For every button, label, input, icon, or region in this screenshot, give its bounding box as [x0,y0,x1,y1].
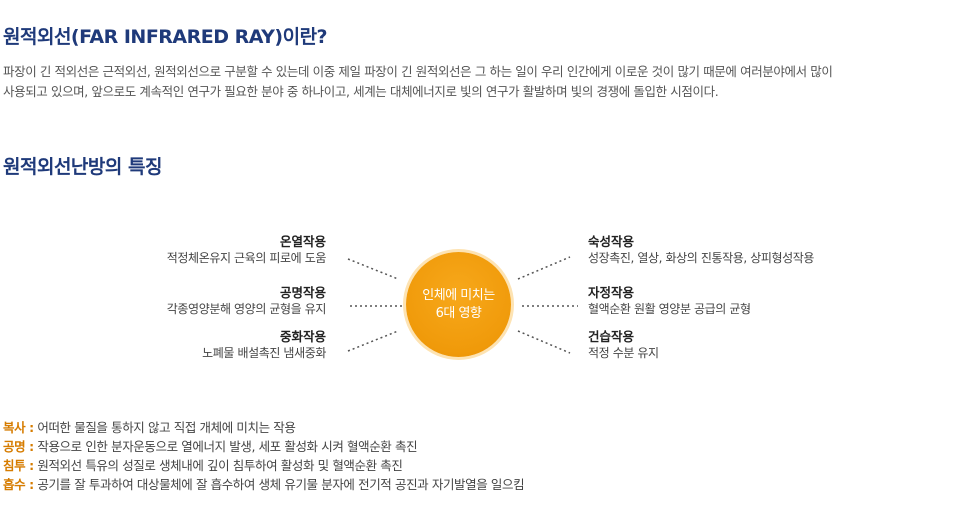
effect-desc: 적정체온유지 근육의 피로에 도움 [166,251,327,265]
connector-line [347,258,399,280]
connector-lines [347,256,578,354]
definition-row: 침투 : 원적외선 특유의 성질로 생체내에 깊이 침투하여 활성화 및 혈액순… [3,456,524,475]
definition-text: 작용으로 인한 분자운동으로 열에너지 발생, 세포 활성화 시켜 혈액순환 촉… [37,439,418,454]
definition-row: 흡수 : 공기를 잘 투과하여 대상물체에 잘 흡수하여 생체 유기물 분자에 … [3,475,525,494]
effect-name: 숙성작용 [588,234,635,249]
definitions-list: 복사 : 어떠한 물질을 통하지 않고 직접 개체에 미치는 작용 공명 : 작… [3,418,525,494]
section-title-far-infrared: 원적외선(FAR INFRARED RAY)이란? [3,26,328,48]
definition-text: 공기를 잘 투과하여 대상물체에 잘 흡수하여 생체 유기물 분자에 전기적 공… [37,477,525,492]
center-circle: 인체에 미치는 6대 영향 [406,252,511,357]
definition-term: 침투 : [3,458,34,473]
definition-term: 복사 : [3,420,34,435]
definition-row: 공명 : 작용으로 인한 분자운동으로 열에너지 발생, 세포 활성화 시켜 혈… [3,437,524,456]
effect-name: 온열작용 [279,234,326,249]
intro-paragraph: 파장이 긴 적외선은 근적외선, 원적외선으로 구분할 수 있는데 이중 제일 … [3,62,948,102]
effects-diagram: 온열작용 적정체온유지 근육의 피로에 도움 공명작용 각종영양분해 영양의 균… [0,225,953,370]
effect-desc: 노폐물 배설촉진 냄새중화 [202,346,326,360]
definition-term: 공명 : [3,439,34,454]
definition-text: 원적외선 특유의 성질로 생체내에 깊이 침투하여 활성화 및 혈액순환 촉진 [37,458,403,473]
effect-neutralization: 중화작용 노폐물 배설촉진 냄새중화 [202,328,326,362]
effect-name: 건습작용 [588,329,635,344]
definition-term: 흡수 : [3,477,34,492]
connector-line [347,330,399,352]
connector-line [517,256,571,280]
intro-paragraph-line: 사용되고 있으며, 앞으로도 계속적인 연구가 필요한 분야 중 하나이고, 세… [3,84,719,99]
definition-text: 어떠한 물질을 통하지 않고 직접 개체에 미치는 작용 [37,420,296,435]
section-title-heating-features: 원적외선난방의 특징 [3,156,162,178]
effect-name: 자정작용 [588,285,635,300]
effect-desc: 각종영양분해 영양의 균형을 유지 [166,302,327,316]
effect-desc: 적정 수분 유지 [588,346,659,360]
effect-name: 공명작용 [279,285,326,300]
intro-paragraph-line: 파장이 긴 적외선은 근적외선, 원적외선으로 구분할 수 있는데 이중 제일 … [3,64,833,79]
connector-line [517,330,571,354]
effect-maturation: 숙성작용 성장촉진, 열상, 화상의 진통작용, 상피형성작용 [588,233,814,267]
effect-desc: 혈액순환 원활 영양분 공급의 균형 [588,302,751,316]
effect-purification: 자정작용 혈액순환 원활 영양분 공급의 균형 [588,284,751,318]
definition-row: 복사 : 어떠한 물질을 통하지 않고 직접 개체에 미치는 작용 [3,418,524,437]
effect-name: 중화작용 [279,329,326,344]
effect-desc: 성장촉진, 열상, 화상의 진통작용, 상피형성작용 [588,251,815,265]
effect-resonance: 공명작용 각종영양분해 영양의 균형을 유지 [166,284,327,318]
center-label-line: 인체에 미치는 [422,287,495,303]
effect-humidity: 건습작용 적정 수분 유지 [588,328,659,362]
effect-warming: 온열작용 적정체온유지 근육의 피로에 도움 [166,233,327,267]
center-label-line: 6대 영향 [435,305,482,321]
